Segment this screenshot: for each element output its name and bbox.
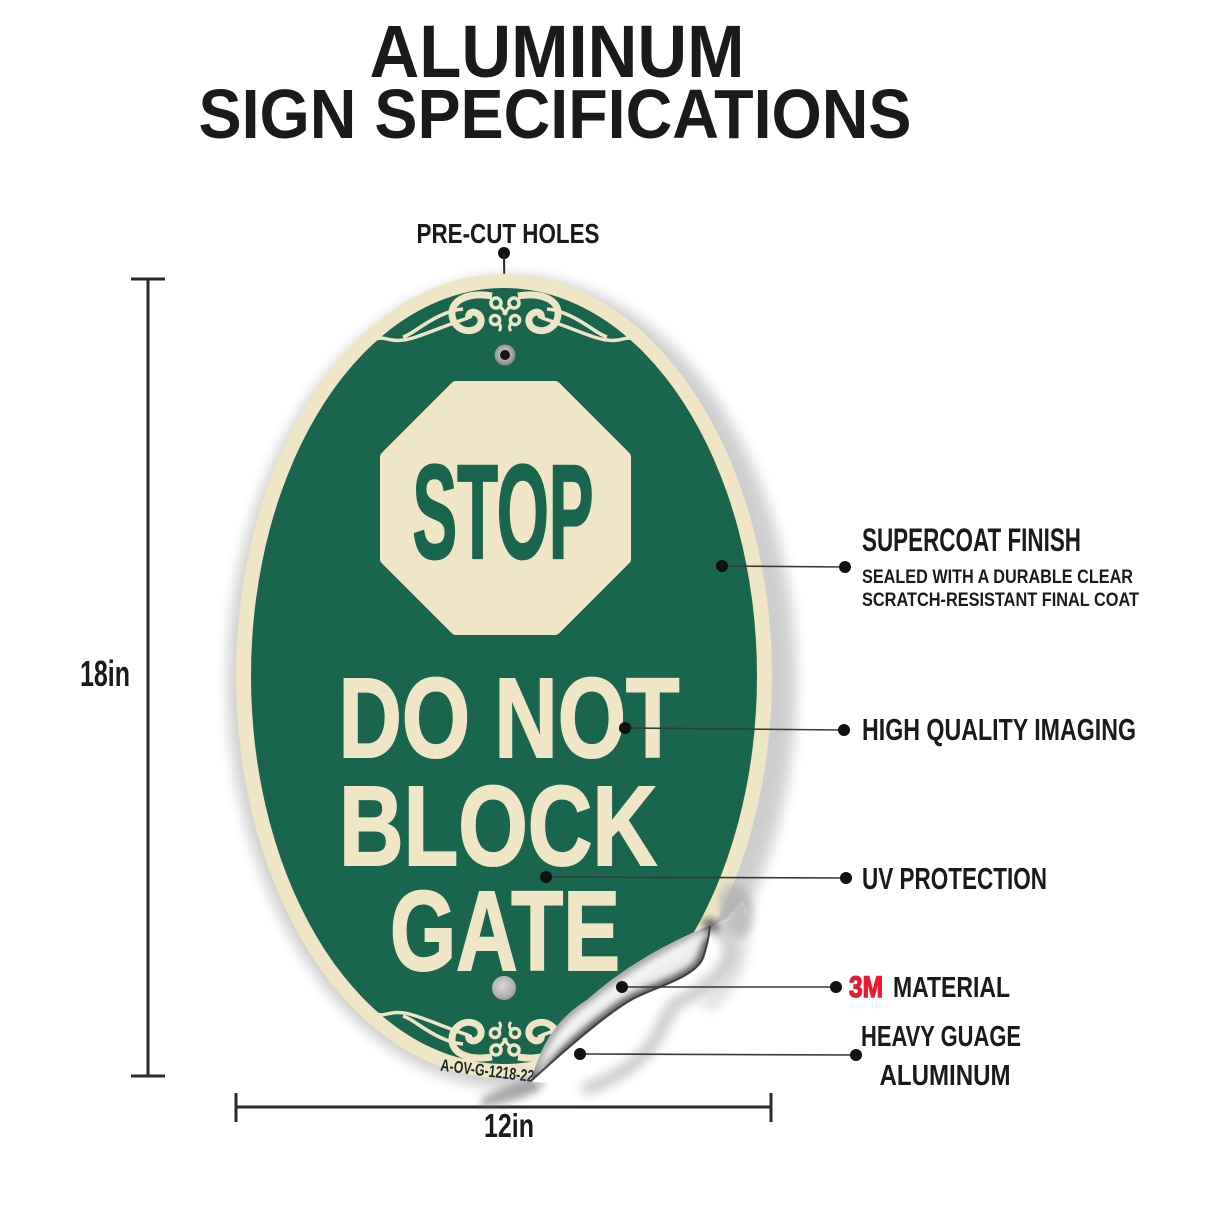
svg-text:DO NOT: DO NOT xyxy=(339,655,680,781)
svg-text:SIGN SPECIFICATIONS: SIGN SPECIFICATIONS xyxy=(199,75,912,153)
svg-text:ALUMINUM: ALUMINUM xyxy=(880,1060,1011,1092)
svg-text:GATE: GATE xyxy=(390,868,620,994)
svg-text:3M: 3M xyxy=(849,971,883,1004)
svg-text:HIGH QUALITY IMAGING: HIGH QUALITY IMAGING xyxy=(862,712,1136,747)
svg-text:BLOCK: BLOCK xyxy=(339,763,657,889)
svg-text:ALUMINUM: ALUMINUM xyxy=(370,10,745,93)
svg-text:18in: 18in xyxy=(80,653,130,694)
svg-text:SCRATCH-RESISTANT FINAL COAT: SCRATCH-RESISTANT FINAL COAT xyxy=(862,590,1139,611)
svg-text:PRE-CUT HOLES: PRE-CUT HOLES xyxy=(417,218,600,249)
svg-text:STOP: STOP xyxy=(413,438,594,587)
svg-text:12in: 12in xyxy=(484,1107,534,1144)
svg-text:UV PROTECTION: UV PROTECTION xyxy=(862,861,1047,896)
svg-text:MATERIAL: MATERIAL xyxy=(893,972,1010,1004)
svg-text:SUPERCOAT FINISH: SUPERCOAT FINISH xyxy=(862,522,1081,558)
svg-text:SEALED WITH A DURABLE CLEAR: SEALED WITH A DURABLE CLEAR xyxy=(862,567,1133,588)
svg-text:HEAVY GUAGE: HEAVY GUAGE xyxy=(861,1021,1021,1053)
